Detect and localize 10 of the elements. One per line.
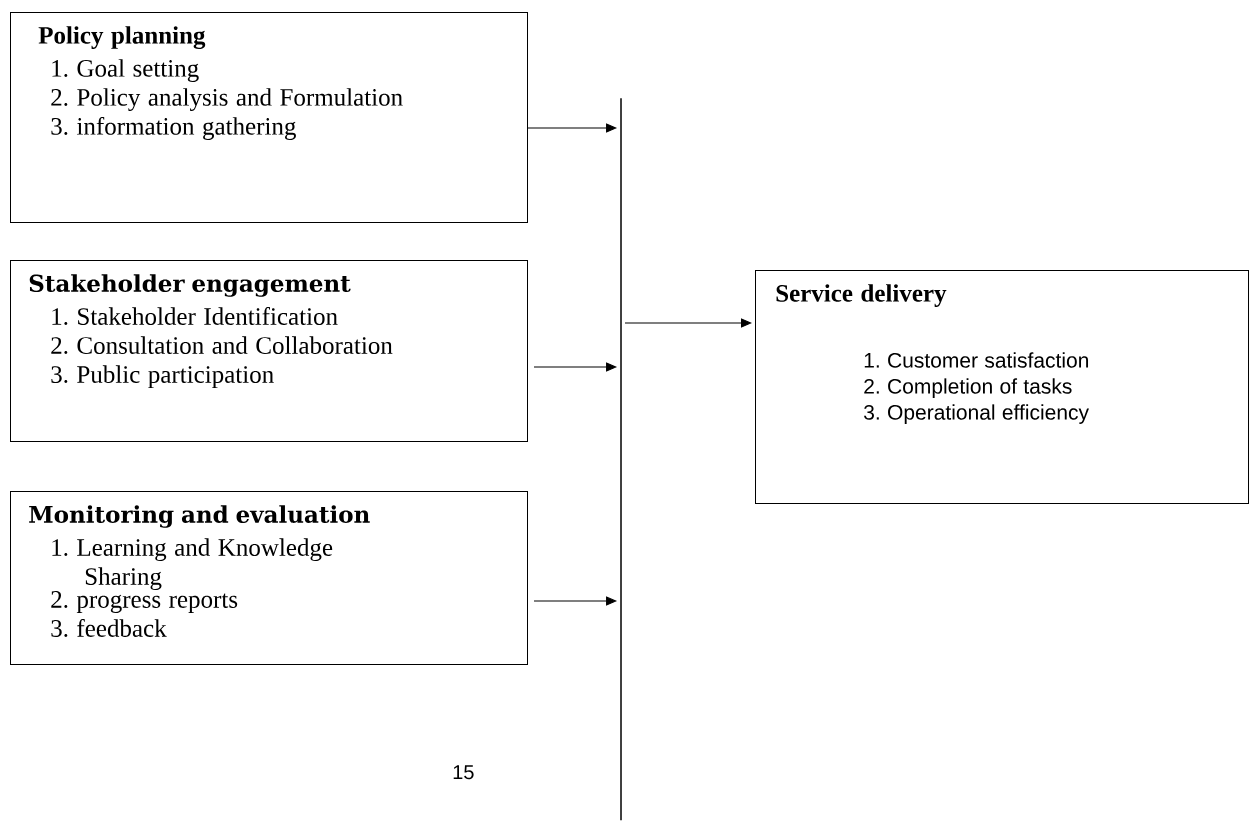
text-box: Policy planning 1. Goal setting 2. Policy analysis and Formulation 3. information gathering	[10, 12, 528, 223]
arrow	[624, 318, 752, 328]
text-box: Service delivery 1. Customer satisfaction 2. Completion of tasks 3. Operational efficiency	[755, 270, 1249, 504]
arrow	[533, 362, 617, 372]
vertical-line	[620, 98, 622, 821]
arrow	[533, 596, 617, 606]
text-box: Monitoring and evaluation 1. Learning and Knowledge Sharing 2. progress reports 3. feedback	[10, 491, 528, 665]
arrow	[527, 123, 617, 133]
page-number: 15	[453, 765, 474, 780]
text-box: Stakeholder engagement 1. Stakeholder Identification 2. Consultation and Collaboration 3. Public participation	[10, 260, 528, 442]
